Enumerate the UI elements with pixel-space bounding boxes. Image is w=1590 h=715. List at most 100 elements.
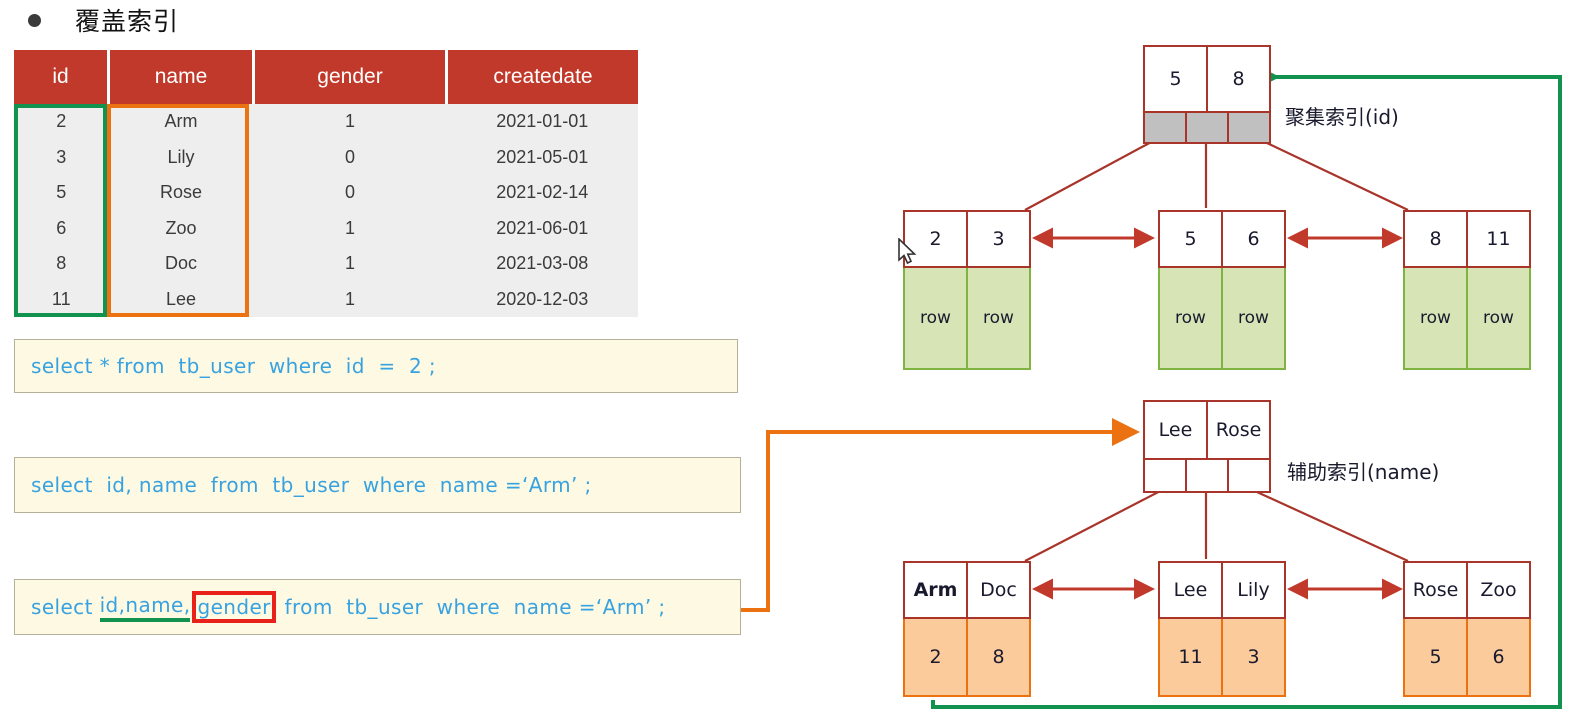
cell-gender: 0 — [253, 175, 447, 211]
secondary-leaf-id-row: 11 3 — [1158, 619, 1286, 697]
sql-statement-3: select id,name,gender from tb_user where… — [14, 579, 741, 635]
cell-createdate: 2020-12-03 — [446, 281, 638, 317]
clustered-leaf-key[interactable]: 6 — [1247, 228, 1260, 250]
cell-id: 3 — [14, 139, 109, 175]
table-row: 3 Lily 0 2021-05-01 — [14, 139, 638, 175]
sql-highlight-gender-column: gender — [192, 591, 276, 623]
cell-id: 11 — [14, 281, 109, 317]
clustered-leaf-row-data[interactable]: row — [1160, 268, 1223, 368]
clustered-leaf-row-data[interactable]: row — [1483, 308, 1514, 328]
table-row: 2 Arm 1 2021-01-01 — [14, 104, 638, 140]
secondary-root-pointer[interactable] — [1187, 460, 1229, 491]
column-header-id: id — [14, 50, 110, 104]
secondary-leaf-key[interactable]: Arm — [905, 563, 968, 617]
secondary-root-key[interactable]: Rose — [1215, 419, 1262, 441]
sql-statement-2: select id, name from tb_user where name … — [14, 457, 741, 513]
secondary-leaf-id-row: 5 6 — [1403, 619, 1531, 697]
secondary-leaf-id[interactable]: 2 — [905, 619, 968, 695]
clustered-root-pointer[interactable] — [1229, 113, 1269, 142]
clustered-leaf-key[interactable]: 3 — [992, 228, 1005, 250]
cell-gender: 1 — [253, 246, 447, 282]
sql-text-3-prefix: select — [31, 595, 100, 619]
cell-id: 5 — [14, 175, 109, 211]
secondary-leaf-key-row: Arm Doc — [903, 561, 1031, 619]
clustered-leaf-row-data[interactable]: row — [1405, 268, 1468, 368]
secondary-leaf-node: Lee Lily 11 3 — [1158, 561, 1286, 697]
cell-id: 8 — [14, 246, 109, 282]
secondary-root-key[interactable]: Lee — [1145, 402, 1208, 458]
clustered-leaf-row-data[interactable]: row — [1238, 308, 1269, 328]
cell-name: Zoo — [108, 210, 254, 246]
secondary-root-key-row: Lee Rose — [1143, 400, 1271, 460]
clustered-index-label: 聚集索引(id) — [1285, 105, 1399, 129]
secondary-leaf-id[interactable]: 8 — [992, 646, 1005, 668]
secondary-leaf-id[interactable]: 6 — [1492, 646, 1505, 668]
cell-createdate: 2021-06-01 — [446, 210, 638, 246]
table-row: 6 Zoo 1 2021-06-01 — [14, 210, 638, 246]
clustered-leaf-node: 8 11 row row — [1403, 210, 1531, 370]
clustered-leaf-key-row: 8 11 — [1403, 210, 1531, 268]
secondary-index-root-node: Lee Rose — [1143, 400, 1271, 493]
secondary-leaf-key[interactable]: Zoo — [1480, 579, 1517, 601]
slide-title: 覆盖索引 — [28, 0, 428, 40]
cell-name: Lily — [108, 139, 254, 175]
cell-gender: 1 — [253, 104, 447, 140]
sql-text-3-suffix: from tb_user where name =‘Arm’ ; — [277, 595, 666, 619]
table-row: 5 Rose 0 2021-02-14 — [14, 175, 638, 211]
secondary-tree-edges — [1024, 485, 1409, 563]
clustered-leaf-node: 2 3 row row — [903, 210, 1031, 370]
secondary-leaf-id[interactable]: 5 — [1405, 619, 1468, 695]
clustered-root-pointer[interactable] — [1187, 113, 1229, 142]
clustered-leaf-row-data[interactable]: row — [983, 308, 1014, 328]
secondary-leaf-key[interactable]: Doc — [980, 579, 1017, 601]
secondary-leaf-key[interactable]: Lee — [1160, 563, 1223, 617]
cell-createdate: 2021-01-01 — [446, 104, 638, 140]
clustered-leaf-key-row: 5 6 — [1158, 210, 1286, 268]
column-header-name: name — [108, 50, 255, 104]
cell-id: 2 — [14, 104, 109, 140]
table-row: 8 Doc 1 2021-03-08 — [14, 246, 638, 282]
cell-name: Arm — [108, 104, 254, 140]
clustered-leaf-key[interactable]: 5 — [1160, 212, 1223, 266]
clustered-leaf-key[interactable]: 2 — [905, 212, 968, 266]
clustered-leaf-data-row: row row — [903, 268, 1031, 370]
cell-createdate: 2021-02-14 — [446, 175, 638, 211]
secondary-root-pointer[interactable] — [1229, 460, 1269, 491]
clustered-leaf-data-row: row row — [1403, 268, 1531, 370]
clustered-root-key[interactable]: 5 — [1145, 47, 1208, 111]
sql-text-1: select * from tb_user where id = 2 ; — [31, 354, 437, 378]
user-data-table: id name gender createdate 2 Arm 1 2021-0… — [14, 50, 638, 317]
sql-text-2: select id, name from tb_user where name … — [31, 473, 592, 497]
cell-name: Doc — [108, 246, 254, 282]
clustered-leaf-data-row: row row — [1158, 268, 1286, 370]
secondary-leaf-key[interactable]: Lily — [1237, 579, 1270, 601]
secondary-leaf-id[interactable]: 11 — [1160, 619, 1223, 695]
secondary-leaf-key-row: Rose Zoo — [1403, 561, 1531, 619]
secondary-leaf-id-row: 2 8 — [903, 619, 1031, 697]
cell-gender: 1 — [253, 210, 447, 246]
clustered-leaf-key[interactable]: 11 — [1486, 228, 1511, 250]
cell-createdate: 2021-05-01 — [446, 139, 638, 175]
secondary-leaf-node: Arm Doc 2 8 — [903, 561, 1031, 697]
cell-name: Rose — [108, 175, 254, 211]
column-header-createdate: createdate — [446, 50, 638, 104]
clustered-leaf-key-row: 2 3 — [903, 210, 1031, 268]
clustered-index-root-node: 5 8 — [1143, 45, 1271, 144]
cell-createdate: 2021-03-08 — [446, 246, 638, 282]
secondary-leaf-key-row: Lee Lily — [1158, 561, 1286, 619]
clustered-leaf-key[interactable]: 8 — [1405, 212, 1468, 266]
secondary-leaf-node: Rose Zoo 5 6 — [1403, 561, 1531, 697]
mouse-pointer-icon — [898, 238, 917, 265]
cell-gender: 1 — [253, 281, 447, 317]
cell-id: 6 — [14, 210, 109, 246]
clustered-leaf-row-data[interactable]: row — [905, 268, 968, 368]
secondary-root-pointer[interactable] — [1145, 460, 1187, 491]
column-header-gender: gender — [253, 50, 448, 104]
cell-gender: 0 — [253, 139, 447, 175]
clustered-root-key[interactable]: 8 — [1232, 68, 1245, 90]
cell-name: Lee — [108, 281, 254, 317]
secondary-leaf-key[interactable]: Rose — [1405, 563, 1468, 617]
secondary-leaf-id[interactable]: 3 — [1247, 646, 1260, 668]
clustered-root-key-row: 5 8 — [1143, 45, 1271, 113]
clustered-root-pointer[interactable] — [1145, 113, 1187, 142]
